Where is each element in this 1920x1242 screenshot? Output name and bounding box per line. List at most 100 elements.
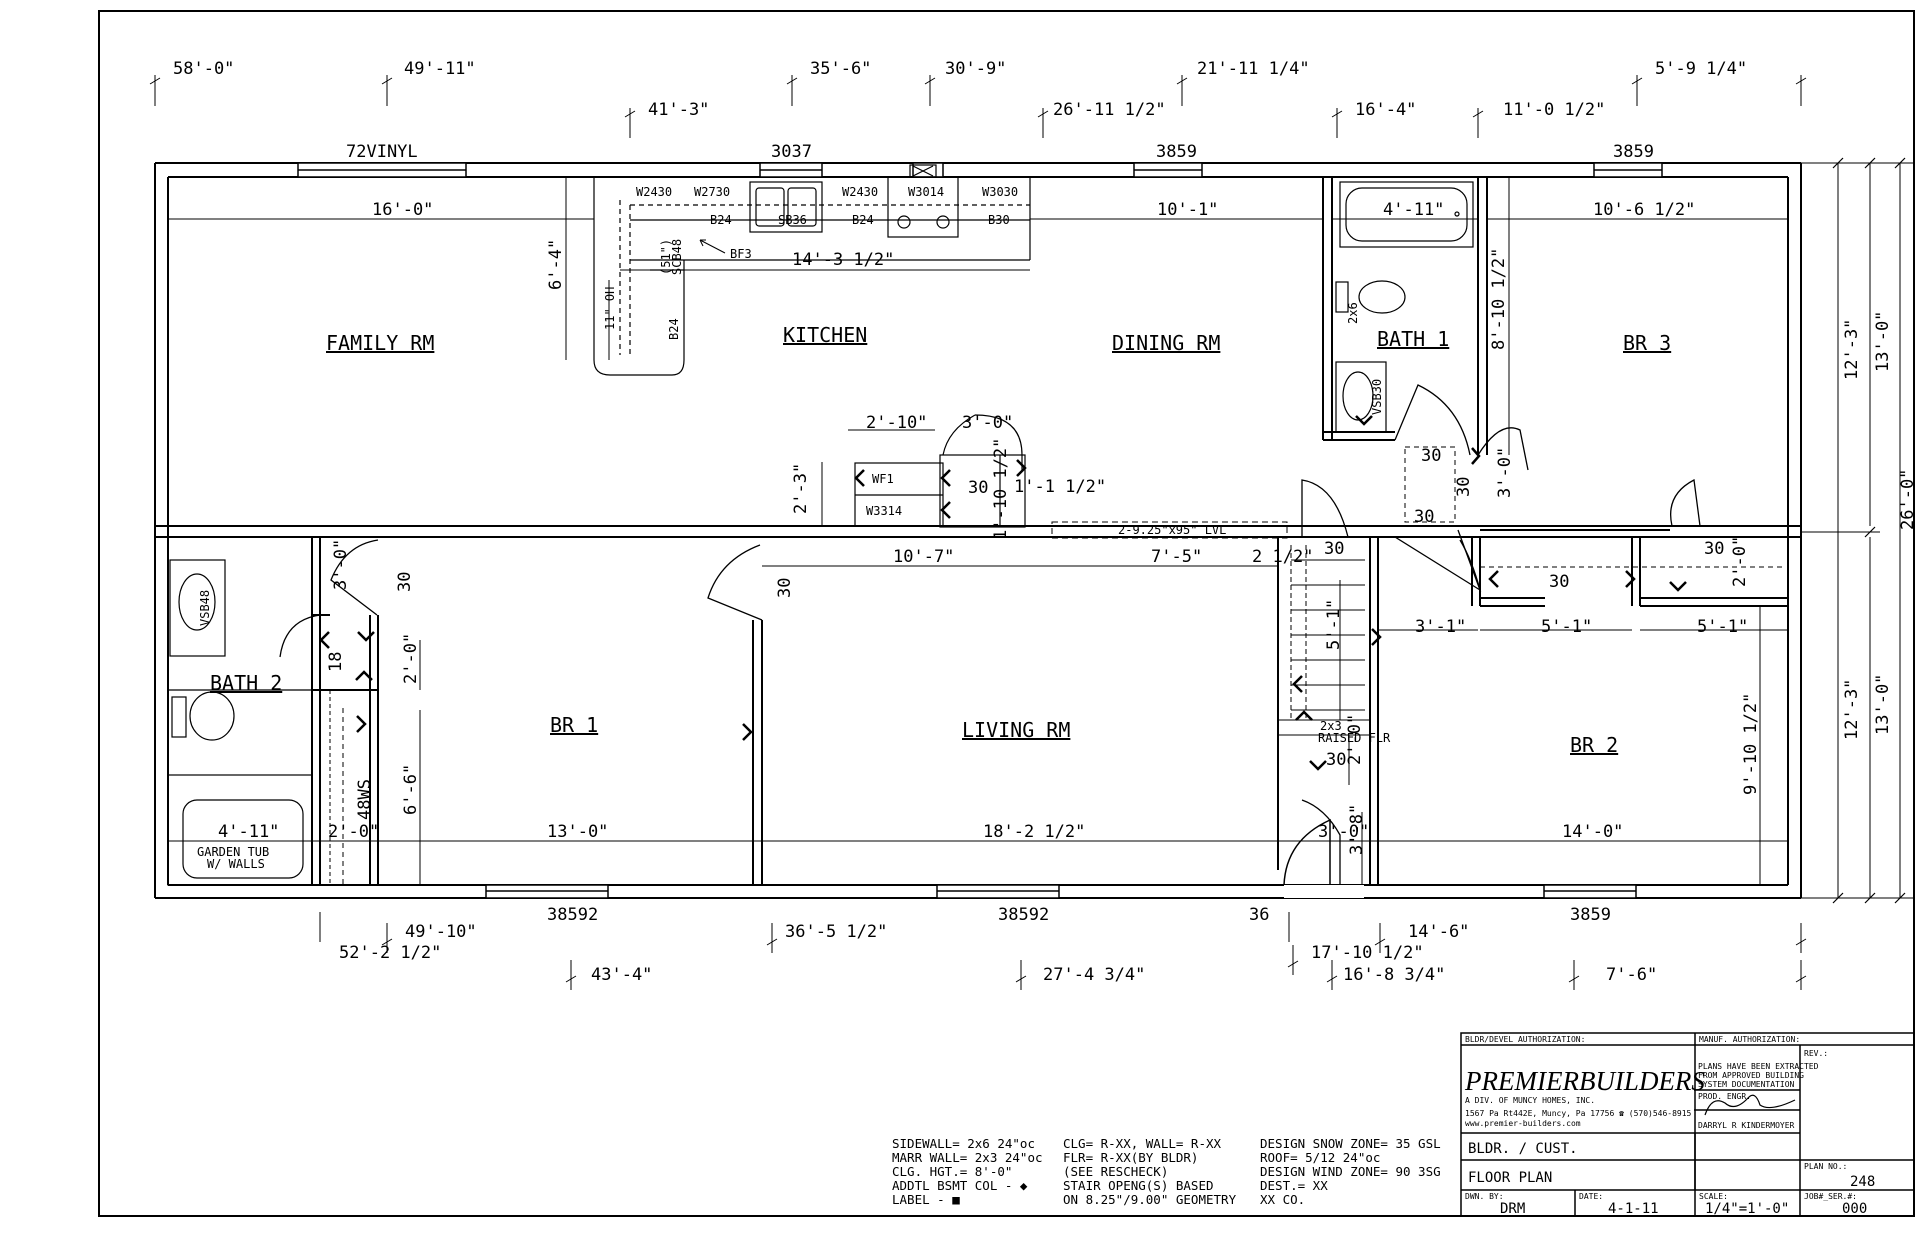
dim-br1-door: 3'-0" <box>331 539 351 590</box>
cab-b24-c: B24 <box>667 318 681 340</box>
note-sidewall: SIDEWALL= 2x6 24"oc <box>892 1136 1035 1151</box>
dim-br3-closet-height: 2'-0" <box>1730 536 1750 587</box>
door-mark-30-f: 30 <box>1549 572 1569 592</box>
dim-right-26-0: 26'-0" <box>1898 469 1918 530</box>
door-mark-30-j: 30 <box>775 578 795 598</box>
station-43-4: 43'-4" <box>591 965 652 985</box>
tb-engineer: DARRYL R KINDERMOYER <box>1698 1121 1795 1130</box>
room-kitchen: KITCHEN <box>783 323 867 347</box>
station-5-9: 5'-9 1/4" <box>1655 59 1747 79</box>
note-stair-1: STAIR OPENG(S) BASED <box>1063 1178 1214 1193</box>
note-stair-2: ON 8.25"/9.00" GEOMETRY <box>1063 1192 1237 1207</box>
dim-right-12-3-bottom: 12'-3" <box>1842 679 1862 740</box>
station-17-10: 17'-10 1/2" <box>1311 943 1424 963</box>
tb-scale-label: SCALE: <box>1699 1192 1728 1201</box>
door-swings <box>279 384 1701 885</box>
dim-entry-width: 3'-0" <box>1318 822 1369 842</box>
room-br3: BR 3 <box>1623 331 1671 355</box>
dim-door-3-0: 3'-0" <box>962 413 1013 433</box>
tb-rev: REV.: <box>1804 1049 1828 1058</box>
dim-1-10-half: 1'-10 1/2" <box>991 438 1011 540</box>
tb-manuf-auth: MANUF. AUTHORIZATION: <box>1699 1035 1800 1044</box>
station-16-4: 16'-4" <box>1355 100 1416 120</box>
dim-raised-height: 2'-0" <box>1345 714 1365 765</box>
ws-label: 48WS <box>355 779 375 820</box>
room-living: LIVING RM <box>962 718 1070 742</box>
door-mark-30-c: 30 <box>1414 507 1434 527</box>
vsb48-label: VSB48 <box>198 590 212 626</box>
door-mark-30-b: 30 <box>1454 477 1474 497</box>
cab-sb36: SB36 <box>778 213 807 227</box>
dim-living-width: 18'-2 1/2" <box>983 822 1085 842</box>
station-49-10: 49'-10" <box>405 922 477 942</box>
cab-w3030: W3030 <box>982 185 1018 199</box>
dim-entry-height: 3'-8" <box>1347 804 1367 855</box>
station-58-0: 58'-0" <box>173 59 234 79</box>
opening-3859-b: 3859 <box>1613 142 1654 162</box>
note-roof: ROOF= 5/12 24"oc <box>1260 1150 1380 1165</box>
vsb30-label: VSB30 <box>1370 379 1384 415</box>
dim-bath1-door: 3'-0" <box>1495 447 1515 498</box>
bottom-windows <box>485 884 1637 899</box>
station-21-11: 21'-11 1/4" <box>1197 59 1310 79</box>
cab-scb48: SCB48 <box>670 239 684 275</box>
cab-51: (51") <box>659 239 673 275</box>
tb-website: www.premier-builders.com <box>1465 1119 1581 1128</box>
beam-label: 2-9.25"x95" LVL <box>1118 523 1226 537</box>
dim-dining-width: 10'-1" <box>1157 200 1218 220</box>
opening-72vinyl: 72VINYL <box>346 142 418 162</box>
door-mark-30-d: 30 <box>1324 539 1344 559</box>
cab-w2730: W2730 <box>694 185 730 199</box>
note-marr-wall: MARR WALL= 2x3 24"oc <box>892 1150 1043 1165</box>
dim-bath1-depth: 8'-10 1/2" <box>1489 248 1509 350</box>
wf1-label: WF1 <box>872 472 894 486</box>
tub-label-2: W/ WALLS <box>207 857 265 871</box>
tb-prod-engr: PROD. ENGR. <box>1698 1092 1751 1101</box>
dim-hall-3: 2 1/2" <box>1252 547 1313 567</box>
note-label: LABEL - ■ <box>892 1192 960 1207</box>
tb-customer: BLDR. / CUST. <box>1468 1141 1578 1157</box>
opening-38592-b: 38592 <box>998 905 1049 925</box>
note-wind: DESIGN WIND ZONE= 90 3SG <box>1260 1164 1441 1179</box>
station-36-5: 36'-5 1/2" <box>785 922 887 942</box>
opening-3859-bottom: 3859 <box>1570 905 1611 925</box>
room-bath1: BATH 1 <box>1377 327 1449 351</box>
door-mark-30-g: 30 <box>1326 750 1346 770</box>
dimension-ticks <box>1832 157 1906 904</box>
tb-address: 1567 Pa Rt442E, Muncy, Pa 17756 ☎ (570)5… <box>1465 1109 1692 1118</box>
cab-b30: B30 <box>988 213 1010 227</box>
tb-job: 000 <box>1842 1201 1867 1217</box>
note-clg-r: CLG= R-XX, WALL= R-XX <box>1063 1136 1222 1151</box>
station-30-9: 30'-9" <box>945 59 1006 79</box>
room-family: FAMILY RM <box>326 331 434 355</box>
engineer-signature <box>1704 1094 1796 1116</box>
room-dining: DINING RM <box>1112 331 1220 355</box>
dim-bath1-width: 4'-11" <box>1383 200 1444 220</box>
kitchen-cabinet-labels: W2430 W2730 W2430 W3014 W3030 B24 SB36 B… <box>636 185 1018 340</box>
top-station-markers <box>149 75 1807 138</box>
dim-bath2-width: 4'-11" <box>218 822 279 842</box>
dim-br1-width: 13'-0" <box>547 822 608 842</box>
dim-closet-width: 2'-0" <box>328 822 379 842</box>
note-county: XX CO. <box>1260 1192 1305 1207</box>
door-mark-30-a: 30 <box>1421 446 1441 466</box>
opening-36: 36 <box>1249 905 1269 925</box>
cab-w3014: W3014 <box>908 185 944 199</box>
room-bath2: BATH 2 <box>210 671 282 695</box>
tb-plan-no: 248 <box>1850 1174 1875 1190</box>
station-49-11: 49'-11" <box>404 59 476 79</box>
room-br1: BR 1 <box>550 713 598 737</box>
dim-br2-height: 9'-10 1/2" <box>1741 693 1761 795</box>
cab-bf3: BF3 <box>730 247 752 261</box>
raised-floor-2x3: 2x3 <box>1320 719 1342 733</box>
tb-division: A DIV. OF MUNCY HOMES, INC. <box>1465 1096 1595 1105</box>
note-dest: DEST.= XX <box>1260 1178 1328 1193</box>
station-27-4: 27'-4 3/4" <box>1043 965 1145 985</box>
dim-kitchen-cab: 14'-3 1/2" <box>792 250 894 270</box>
note-bsmt-col: ADDTL BSMT COL - ◆ <box>892 1178 1028 1193</box>
general-notes-col2: CLG= R-XX, WALL= R-XX FLR= R-XX(BY BLDR)… <box>1063 1136 1237 1207</box>
dim-overhang: 11" OH <box>603 287 617 330</box>
station-11-0: 11'-0 1/2" <box>1503 100 1605 120</box>
opening-3037: 3037 <box>771 142 812 162</box>
